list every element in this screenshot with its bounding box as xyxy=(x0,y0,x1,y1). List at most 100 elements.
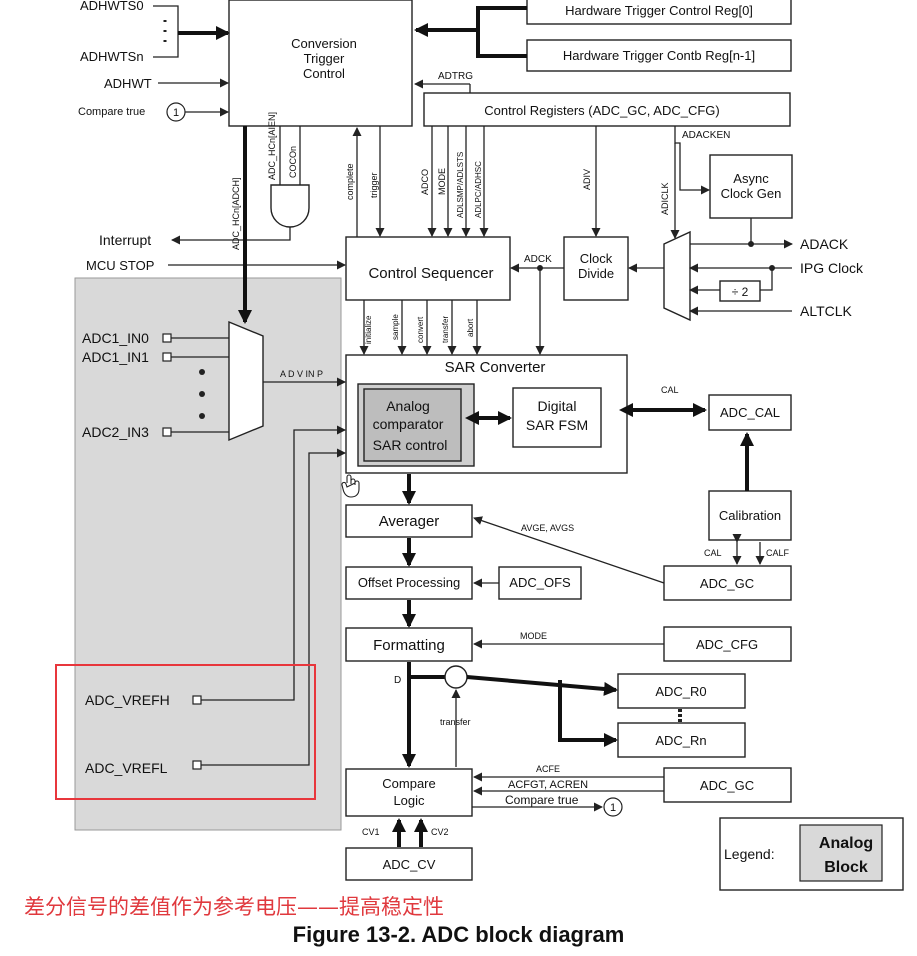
vrefh-pin xyxy=(192,695,202,705)
adack-label: ADACK xyxy=(800,236,849,252)
sample-label: sample xyxy=(391,314,400,340)
averager-label: Averager xyxy=(379,513,440,530)
adtrg-label: ADTRG xyxy=(438,71,473,82)
adacken-label: ADACKEN xyxy=(682,130,730,141)
and-gate xyxy=(270,184,310,228)
div2-in-line xyxy=(760,268,773,291)
analog-comparator-line-1: Analog xyxy=(386,398,430,414)
compare-logic-block xyxy=(345,768,473,817)
calibration-block xyxy=(708,490,792,541)
adc-gc-block-1 xyxy=(663,565,792,601)
adc-ofs-label: ADC_OFS xyxy=(509,575,571,590)
compare-true-label: Compare true xyxy=(78,106,145,118)
adc1-in1-pin xyxy=(162,352,172,362)
compare-true-out-label: Compare true xyxy=(505,793,579,807)
hw-trigger-reg0-block xyxy=(526,0,792,25)
legend-analog-swatch xyxy=(799,824,883,882)
digital-fsm-line-2: SAR FSM xyxy=(526,417,588,433)
offset-processing-label: Offset Processing xyxy=(358,575,460,590)
adco-label: ADCO xyxy=(420,169,430,195)
adc1-in0-label: ADC1_IN0 xyxy=(82,330,149,346)
annotation-note: 差分信号的差值作为参考电压——提高稳定性 xyxy=(24,895,444,919)
advinp-label: A D V IN P xyxy=(280,369,323,379)
d-label: D xyxy=(394,675,401,686)
transfer2-label: transfer xyxy=(440,717,471,727)
adhwt-label: ADHWT xyxy=(104,76,152,91)
vrefl-pin xyxy=(192,760,202,770)
adc-cv-label: ADC_CV xyxy=(383,857,436,872)
adc-r0-label: ADC_R0 xyxy=(655,684,706,699)
mux-dot-3 xyxy=(199,413,205,419)
cal-label: CAL xyxy=(661,385,679,395)
adack-dot xyxy=(748,241,754,247)
altclk-label: ALTCLK xyxy=(800,303,853,319)
clock-divide-line-1: Clock xyxy=(580,251,613,266)
transfer-label: transfer xyxy=(441,316,450,343)
control-sequencer-label: Control Sequencer xyxy=(368,265,493,282)
transfer-switch xyxy=(444,665,468,689)
vrefl-label: ADC_VREFL xyxy=(85,760,168,776)
calibration-label: Calibration xyxy=(719,508,781,523)
analog-comparator-line-2: comparator xyxy=(373,416,444,432)
adc1-in0-pin xyxy=(162,333,172,343)
hw-trigger-regn-block xyxy=(526,39,792,72)
vref-highlight-box xyxy=(55,664,316,800)
convert-label: convert xyxy=(416,316,425,343)
div2-block xyxy=(719,280,761,302)
hw-trigger-regn-label: Hardware Trigger Contb Reg[n-1] xyxy=(563,48,755,63)
adlpc-label: ADLPC/ADHSC xyxy=(474,161,483,218)
adiv-label: ADIV xyxy=(582,169,592,190)
digital-fsm-line-1: Digital xyxy=(538,398,577,414)
interrupt-label: Interrupt xyxy=(99,232,151,248)
adlsmp-label: ADLSMP/ADLSTS xyxy=(456,152,465,218)
mode-label: MODE xyxy=(520,631,547,641)
legend-analog-line-1: Analog xyxy=(819,835,873,852)
div2-label: ÷ 2 xyxy=(732,285,749,299)
analog-comparator-line-3: SAR control xyxy=(373,437,448,453)
async-clock-line-2: Clock Gen xyxy=(721,186,782,201)
conversion-trigger-line-3: Control xyxy=(303,66,345,81)
mode-v-label: MODE xyxy=(437,168,447,195)
analog-comparator-block xyxy=(363,388,462,462)
mux-dot-2 xyxy=(199,391,205,397)
adch-label: ADC_HCn[ADCH] xyxy=(231,177,241,250)
adc-rn-block xyxy=(617,722,746,758)
adc-rn-label: ADC_Rn xyxy=(655,733,706,748)
adc-cal-block xyxy=(708,394,792,431)
clock-divide-line-2: Divide xyxy=(578,266,614,281)
formatting-block xyxy=(345,627,473,662)
vrefl-line xyxy=(201,448,346,766)
figure-caption: Figure 13-2. ADC block diagram xyxy=(292,922,625,947)
compare-true-circle-num: 1 xyxy=(173,107,179,119)
cal2-label: CAL xyxy=(704,548,722,558)
acfe-label: ACFE xyxy=(536,764,560,774)
hw-trigger-bracket xyxy=(476,6,527,58)
compare-logic-line-1: Compare xyxy=(382,776,435,791)
ipg-clock-label: IPG Clock xyxy=(800,260,864,276)
compare-true-out-num: 1 xyxy=(610,802,616,814)
trigger-label: trigger xyxy=(369,172,379,198)
adhwts0-label: ADHWTS0 xyxy=(80,0,144,13)
adacken-line xyxy=(674,126,710,195)
avge-label: AVGE, AVGS xyxy=(521,523,574,533)
cv2-label: CV2 xyxy=(431,827,449,837)
hand-cursor-icon xyxy=(341,474,360,498)
hw-trigger-reg0-label: Hardware Trigger Control Reg[0] xyxy=(565,3,753,18)
switch-to-r0 xyxy=(466,675,618,696)
mux-dot-1 xyxy=(199,369,205,375)
adc-cfg-label: ADC_CFG xyxy=(696,637,758,652)
cv1-label: CV1 xyxy=(362,827,380,837)
switch-to-rn xyxy=(558,680,618,747)
legend-label: Legend: xyxy=(724,846,775,862)
adiclk-label: ADICLK xyxy=(660,182,670,215)
abort-label: abort xyxy=(466,318,475,337)
adhwtsn-label: ADHWTSn xyxy=(80,49,144,64)
vrefh-line xyxy=(201,425,346,701)
complete-label: complete xyxy=(345,163,355,200)
adc-gc-block-2 xyxy=(663,767,792,803)
input-mux xyxy=(228,320,264,442)
analog-region xyxy=(74,277,342,831)
adc2-in3-pin xyxy=(162,427,172,437)
mcu-stop-label: MCU STOP xyxy=(86,258,154,273)
